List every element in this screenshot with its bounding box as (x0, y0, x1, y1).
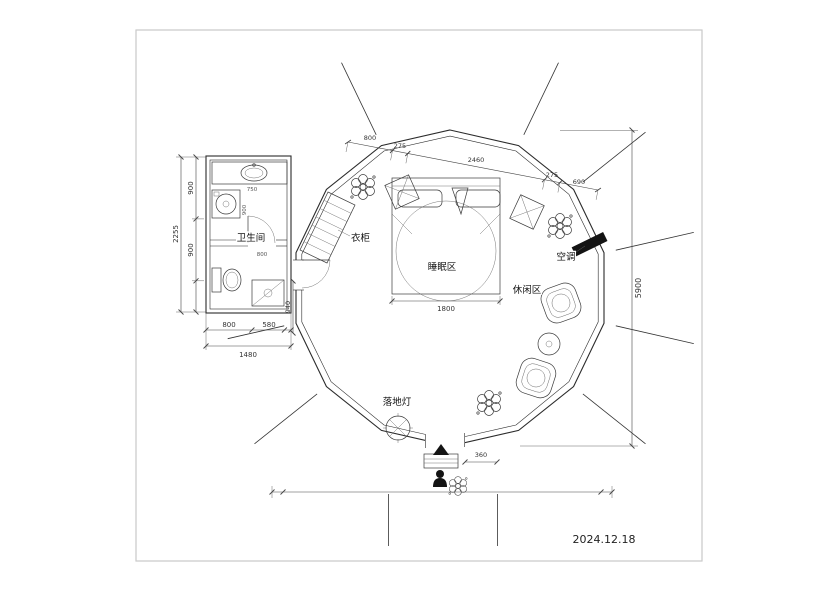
dimensions: 900 900 2255 800 580 1480 5900 800 275 2… (172, 127, 643, 498)
label-leisure-area: 休闲区 (513, 284, 542, 296)
washing-machine (211, 189, 241, 219)
armchair-lower (515, 357, 557, 399)
floor-lamp-symbol (383, 413, 413, 443)
dim-entry-width: 360 (475, 451, 487, 459)
dim-bath-seg1: 900 (187, 181, 195, 194)
dim-side-offset: 940 (284, 301, 292, 313)
bathroom-door-opening (293, 260, 304, 290)
label-wardrobe: 衣柜 (351, 232, 371, 244)
label-air-conditioner: 空调 (556, 251, 575, 263)
dim-bath-small3: 800 (257, 252, 268, 258)
entry-steps (423, 453, 459, 469)
dim-bathw-seg2: 580 (262, 321, 275, 329)
person-icon (433, 470, 447, 487)
bed (391, 177, 501, 302)
pillow-left (397, 189, 443, 208)
radial-guide-lines (227, 62, 694, 546)
entrance-opening (425, 432, 465, 448)
dim-plan-height: 5900 (634, 278, 643, 298)
ac-unit (571, 232, 608, 257)
entrance (423, 444, 459, 487)
dim-top-seg4: 275 (546, 171, 558, 179)
label-bathroom: 卫生间 (237, 232, 266, 244)
main-room-walls (293, 129, 605, 448)
dim-bathw-seg1: 800 (222, 321, 235, 329)
pillow-right (455, 189, 501, 208)
drawing-date: 2024.12.18 (573, 533, 636, 546)
dim-bath-seg2: 900 (187, 243, 195, 256)
dim-bath-small2: 900 (242, 204, 248, 215)
nightstand-left (384, 174, 420, 210)
dim-bath-height-total: 2255 (172, 225, 180, 243)
wardrobe-unit (299, 191, 356, 264)
side-table (537, 332, 561, 356)
dim-top-seg1: 800 (364, 134, 376, 142)
dim-top-seg2: 275 (394, 142, 406, 150)
toilet (211, 267, 242, 293)
vanity-sink (211, 161, 288, 185)
dim-bed-width: 1800 (437, 305, 455, 313)
room-labels: 卫生间 衣柜 睡眠区 休闲区 空调 落地灯 (235, 229, 577, 409)
leisure-area-furniture (515, 282, 582, 399)
armchair-upper (540, 282, 582, 324)
dim-top-seg3: 2460 (468, 156, 485, 164)
sheet-border (135, 29, 703, 562)
bathroom-room (205, 155, 292, 314)
dim-bathw-total: 1480 (239, 351, 257, 359)
label-floor-lamp: 落地灯 (383, 396, 412, 408)
shower-tray (251, 279, 285, 307)
dim-bath-small1: 750 (247, 187, 258, 193)
entry-awning-icon (433, 444, 449, 455)
dim-top-seg5: 690 (573, 178, 585, 186)
nightstand-right (509, 194, 545, 230)
label-sleeping-area: 睡眠区 (428, 261, 457, 273)
